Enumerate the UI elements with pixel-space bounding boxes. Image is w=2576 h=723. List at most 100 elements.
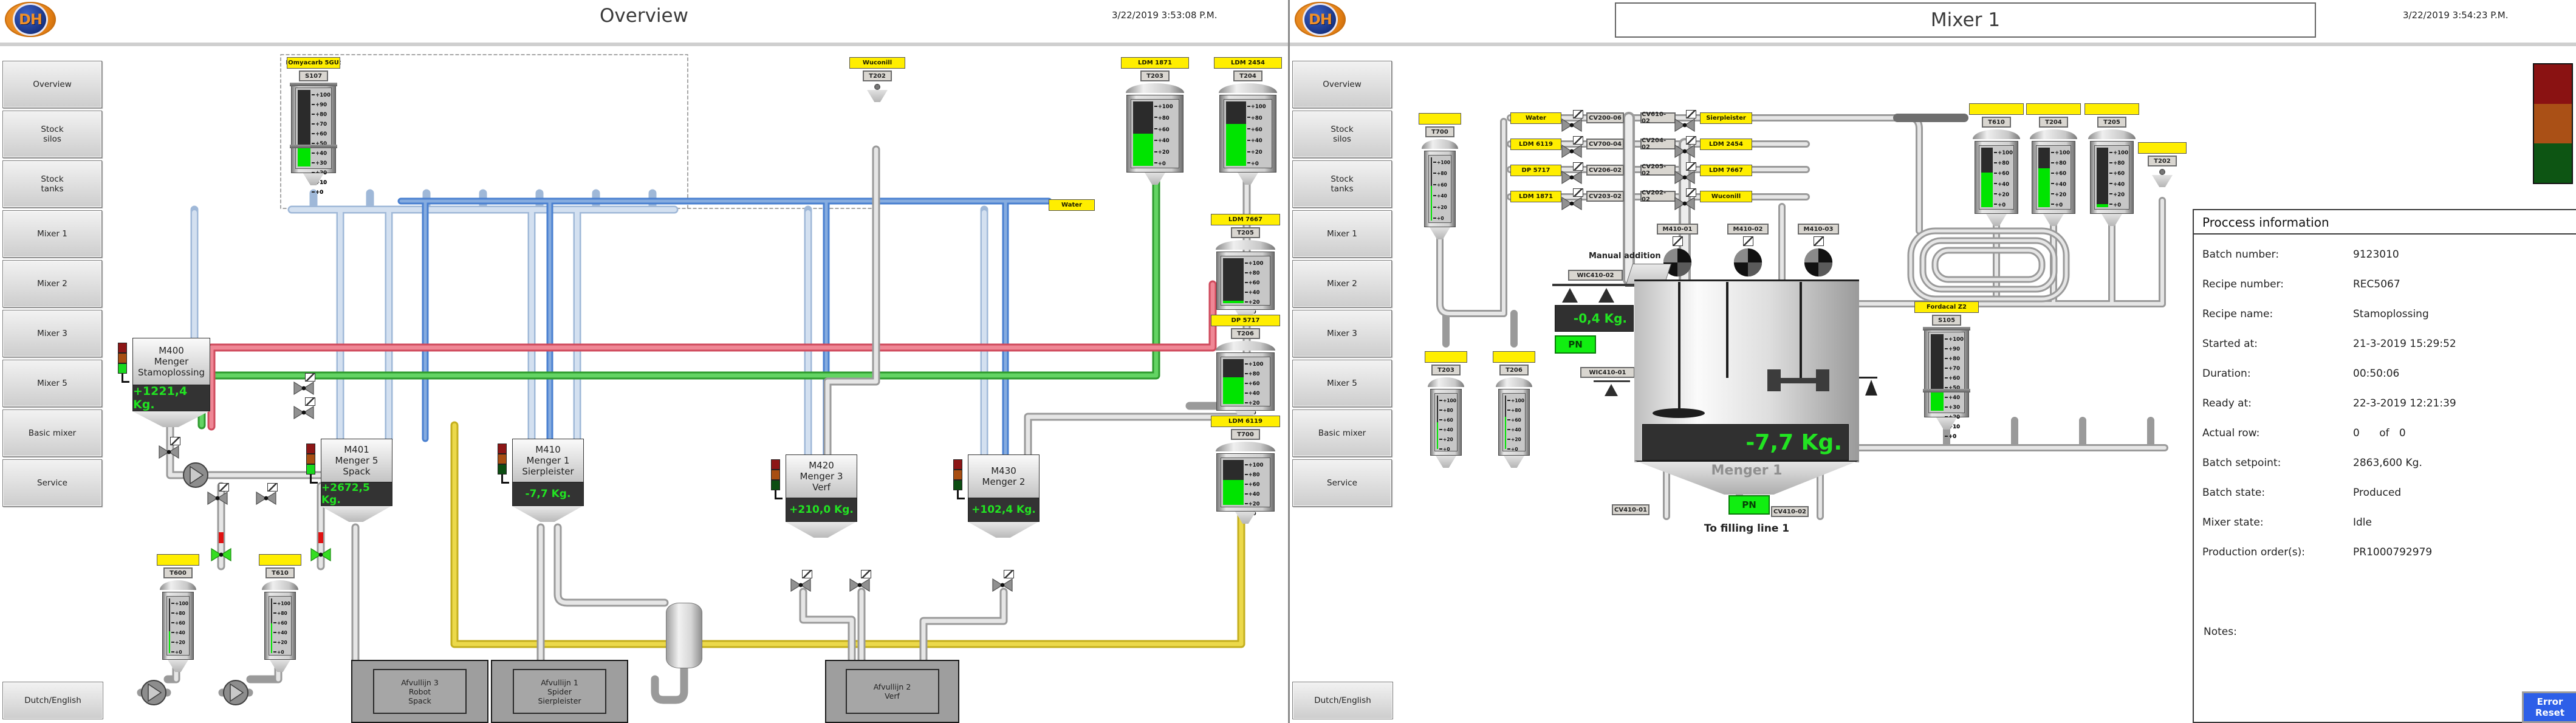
- tick-text: +60: [1247, 127, 1262, 133]
- tick-text: +60: [1433, 182, 1447, 188]
- pn-button[interactable]: PN: [1728, 495, 1770, 515]
- motor-icon: [1804, 248, 1833, 277]
- tick-text: +80: [312, 112, 327, 118]
- sidebar-item[interactable]: Stock tanks: [2, 160, 102, 208]
- tank-dome: [1125, 83, 1185, 93]
- sidebar-item[interactable]: Service: [2, 459, 102, 507]
- tick-text: +40: [2109, 182, 2125, 188]
- mixer-id: M420: [809, 460, 834, 471]
- master-stack-light-icon: [2533, 63, 2573, 184]
- sidebar-item[interactable]: Overview: [1292, 61, 1392, 108]
- tank-dome: [1421, 139, 1459, 149]
- tick-label: +80: [312, 108, 331, 118]
- motor-graphic: M410-03: [1798, 224, 1839, 277]
- tick-text: +0: [1994, 202, 2006, 208]
- sidebar-item-label: Mixer 5: [37, 379, 67, 388]
- tank-body: +100+80+60+40+20+0: [1216, 352, 1275, 416]
- sidebar-item[interactable]: Mixer 5: [1292, 360, 1392, 407]
- tick-label: +40: [1433, 190, 1450, 199]
- tick-label: +100: [2109, 146, 2128, 156]
- error-reset-button[interactable]: Error Reset: [2522, 691, 2576, 723]
- source-row: LDM 6119 CV700-04 CV204-02 LDM 2454: [1506, 136, 1809, 165]
- valve-stem: [318, 532, 323, 543]
- tick-label: +60: [312, 128, 331, 137]
- tick-label: +100: [312, 89, 331, 98]
- tick-text: +70: [312, 122, 327, 128]
- tick-text: +40: [1439, 427, 1453, 433]
- tick-label: +0: [1439, 443, 1456, 453]
- product-label: LDM 6119: [1211, 416, 1280, 427]
- sidebar-item[interactable]: Mixer 3: [1292, 310, 1392, 357]
- tick-label: +20: [1507, 433, 1524, 443]
- sidebar-item[interactable]: Basic mixer: [1292, 409, 1392, 457]
- sidebar-item-label: Mixer 1: [37, 229, 67, 239]
- tag-label: T700: [1425, 126, 1454, 137]
- tank-t203: T203 +100+80+60+40+20+0: [1425, 351, 1467, 468]
- valve-matrix: Water CV200-06 CV610-02 Sierpleister LDM…: [1506, 110, 1809, 217]
- tick-label: +80: [1994, 157, 2013, 166]
- mixer-vessel[interactable]: M401 Menger 5 Spack +2672,5 Kg.: [321, 439, 392, 522]
- valve-actuator-icon: [1686, 110, 1696, 118]
- scale-tag: WIC410-01: [1580, 367, 1635, 378]
- language-button[interactable]: Dutch/English: [2, 682, 103, 719]
- mixer-vessel[interactable]: M400 Menger Stamoplossing +1221,4 Kg.: [132, 338, 210, 427]
- valve-open: [211, 532, 231, 561]
- mixer-vessel[interactable]: M410 Menger 1 Sierpleister -7,7 Kg.: [512, 439, 584, 522]
- product-label: LDM 1871: [1121, 57, 1189, 69]
- tick-text: +30: [1945, 405, 1960, 411]
- tick-label: +40: [2109, 178, 2128, 188]
- tick-text: +40: [1154, 138, 1170, 144]
- tick-label: +0: [2109, 199, 2128, 208]
- tick-text: +80: [171, 611, 185, 616]
- pump-icon: [223, 680, 248, 705]
- sidebar-item[interactable]: Overview: [2, 61, 102, 108]
- tick-label: +50: [312, 137, 331, 147]
- tick-label: +60: [1245, 377, 1269, 387]
- tick-text: +40: [1245, 492, 1260, 498]
- sidebar-item[interactable]: Mixer 2: [1292, 260, 1392, 307]
- tick-label: +20: [1245, 498, 1269, 507]
- sidebar-item[interactable]: Stock silos: [2, 111, 102, 158]
- product-label: [1969, 103, 2024, 115]
- tick-text: +20: [1247, 149, 1262, 156]
- sidebar-item[interactable]: Mixer 1: [1292, 210, 1392, 258]
- sidebar-item[interactable]: Stock silos: [1292, 111, 1392, 158]
- sidebar-item[interactable]: Mixer 2: [2, 260, 102, 307]
- pn-button[interactable]: PN: [1555, 335, 1596, 354]
- tick-label: +60: [1507, 414, 1524, 423]
- level-fill: [1133, 134, 1153, 166]
- tank-dome: [1495, 377, 1533, 387]
- motor-tag: M410-02: [1727, 224, 1769, 235]
- mixer-weight: +102,4 Kg.: [968, 498, 1040, 522]
- tank-t610: T610 +100+80+60+40+20+0: [259, 554, 301, 672]
- tick-text: +100: [1245, 361, 1264, 368]
- tag-label: T206: [1499, 365, 1529, 375]
- row-label: Recipe name:: [2202, 307, 2273, 320]
- sidebar-item[interactable]: Mixer 3: [2, 310, 102, 357]
- row-value: 21-3-2019 15:29:52: [2353, 337, 2456, 350]
- tag-label: T203: [1140, 70, 1170, 81]
- tick-label: +100: [1433, 156, 1450, 166]
- sidebar-item[interactable]: Mixer 1: [2, 210, 102, 258]
- level-fill: [1223, 377, 1244, 404]
- mixer-vessel[interactable]: M430 Menger 2 +102,4 Kg.: [968, 454, 1040, 538]
- tick-label: +60: [171, 617, 188, 626]
- silo-body: +100+90+80+70+60+50+40+30+20+10+0: [290, 83, 337, 195]
- sidebar-item[interactable]: Basic mixer: [2, 409, 102, 457]
- sidebar-item[interactable]: Service: [1292, 459, 1392, 507]
- tag-label: T600: [163, 567, 193, 578]
- tick-label: +60: [2109, 167, 2128, 177]
- scale-platform: [1594, 380, 1630, 382]
- mixer-vessel: -7,7 Kg. Menger 1 PN CV410-01 CV410-02 T…: [1612, 279, 1877, 535]
- motor-actuator-icon: [1742, 236, 1753, 246]
- sidebar-item[interactable]: Stock tanks: [1292, 160, 1392, 208]
- sidebar-item-label: Overview: [33, 80, 72, 89]
- mixer-vessel[interactable]: M420 Menger 3 Verf +210,0 Kg.: [786, 454, 857, 538]
- language-button[interactable]: Dutch/English: [1292, 682, 1393, 719]
- valve-icon: [293, 382, 314, 395]
- tick-label: +20: [1154, 146, 1178, 156]
- sidebar-item[interactable]: Mixer 5: [2, 360, 102, 407]
- row-label: Recipe number:: [2202, 278, 2284, 290]
- valve: [992, 567, 1014, 592]
- tank-t700: T700 +100+80+60+40+20+0: [1419, 113, 1461, 239]
